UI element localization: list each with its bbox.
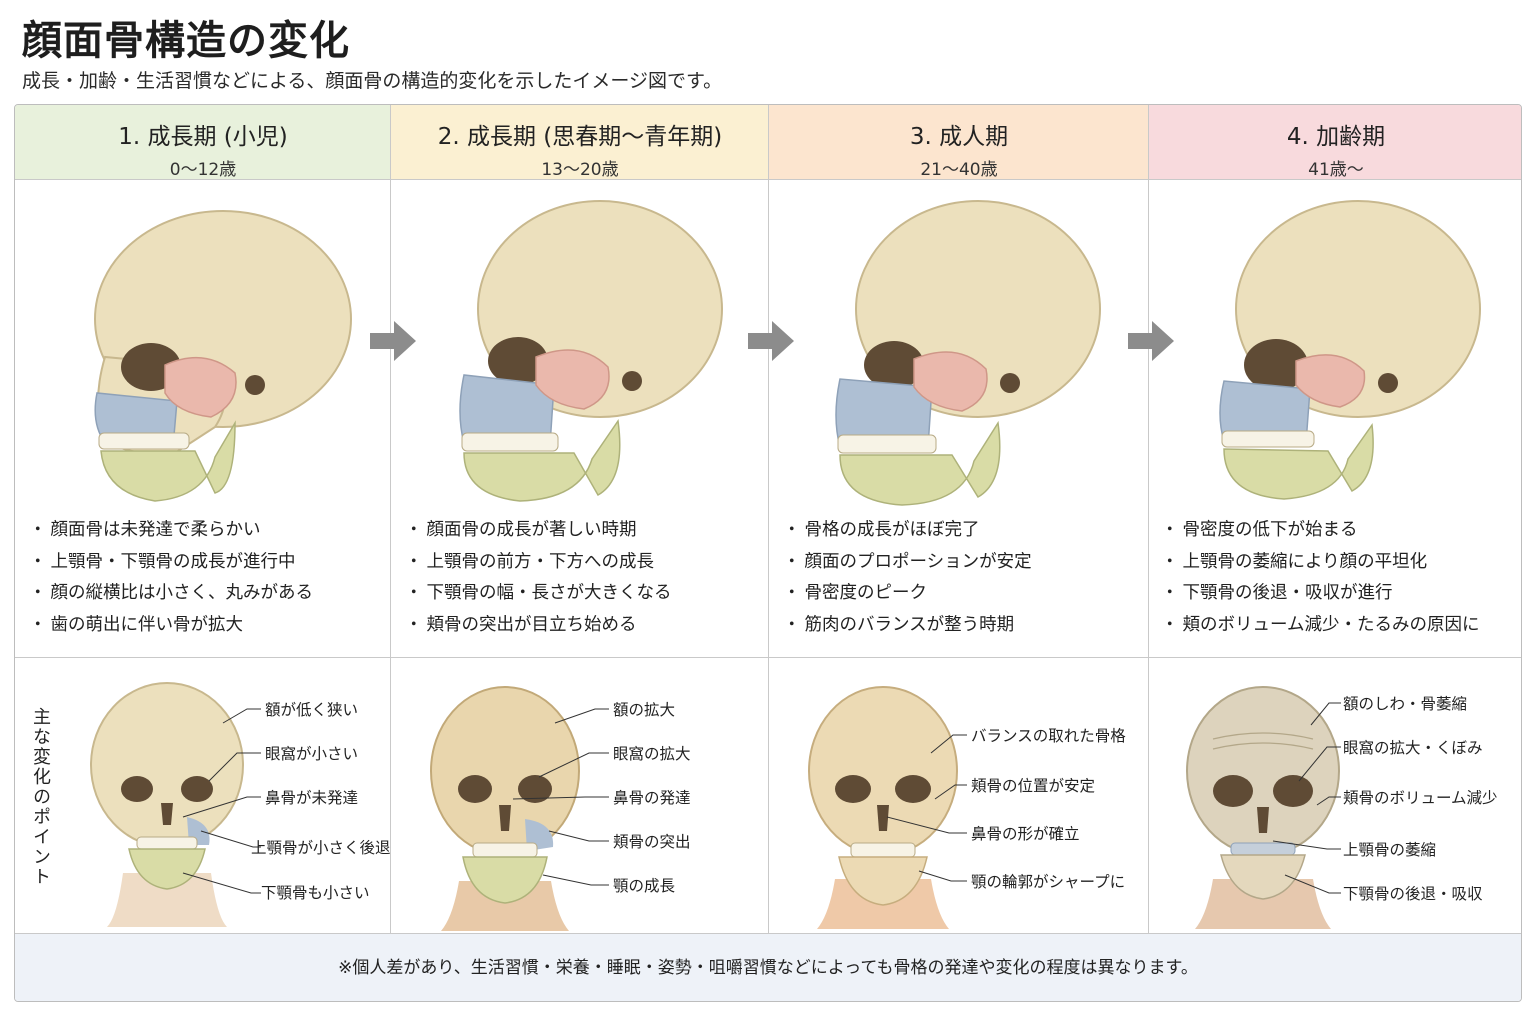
stage-title: 2. 成長期 (思春期〜青年期) [437,124,723,150]
list-item: 歯の萌出に伴い骨が拡大 [29,610,313,642]
callout-label: 下顎骨の後退・吸収 [1343,885,1483,903]
callout-label: 顎の輪郭がシャープに [971,873,1126,891]
list-item: 顔の縦横比は小さく、丸みがある [29,578,314,610]
side-skull-child [94,210,352,502]
list-item: 顔面のプロポーションが安定 [783,547,1032,579]
callout-label: 頬骨の突出 [613,833,691,851]
stage-2-header: 2. 成長期 (思春期〜青年期) 13〜20歳 [391,105,769,180]
list-item: 頬骨の突出が目立ち始める [405,610,672,642]
list-item: 下顎骨の幅・長さが大きくなる [405,578,672,610]
list-item: 骨密度のピーク [783,578,1032,610]
front-skull-aging [1186,686,1340,929]
callout-label: 頬骨の位置が安定 [971,777,1096,795]
callout-label: 額の拡大 [613,701,676,719]
list-item: 骨密度の低下が始まる [1161,515,1479,547]
callout-label: 鼻骨の形が確立 [971,825,1080,843]
stage-4-bullets: 骨密度の低下が始まる 上顎骨の萎縮により顔の平坦化 下顎骨の後退・吸収が進行 頬… [1161,515,1480,642]
callout-label: 上顎骨の萎縮 [1343,841,1437,859]
stage-1-header: 1. 成長期 (小児) 0〜12歳 [15,105,391,180]
page-subtitle: 成長・加齢・生活習慣などによる、顔面骨の構造的変化を示したイメージ図です。 [22,70,723,92]
stage-title: 1. 成長期 (小児) [118,124,288,150]
callout-label: 眼窩の拡大・くぼみ [1343,739,1483,757]
front-skull-adult [808,686,958,929]
stage-2-bullets: 顔面骨の成長が著しい時期 上顎骨の前方・下方への成長 下顎骨の幅・長さが大きくな… [405,515,672,641]
list-item: 筋肉のバランスが整う時期 [783,610,1032,642]
callout-label: 眼窩の拡大 [613,745,691,763]
callout-label: 額が低く狭い [265,701,359,719]
callout-label: 額のしわ・骨萎縮 [1343,695,1468,713]
stage-3-header: 3. 成人期 21〜40歳 [769,105,1149,180]
stage-age-range: 13〜20歳 [541,160,619,180]
list-item: 顔面骨の成長が著しい時期 [405,515,672,547]
list-item: 顔面骨は未発達で柔らかい [29,515,313,547]
column-divider [768,105,769,933]
arrow-right-icon [1128,321,1174,361]
callout-label: 上顎骨が小さく後退 [251,839,391,857]
page-title: 顔面骨構造の変化 [22,18,350,64]
key-changes-label: 主な変化のポイント [30,707,51,887]
list-item: 頬のボリューム減少・たるみの原因に [1161,610,1480,642]
callout-label: 下顎骨も小さい [261,884,370,902]
list-item: 上顎骨の萎縮により顔の平坦化 [1161,547,1479,579]
callout-label: バランスの取れた骨格 [971,727,1126,745]
list-item: 上顎骨の前方・下方への成長 [405,547,672,579]
front-skull-child [90,682,244,927]
callout-label: 鼻骨が未発達 [265,789,359,807]
stage-3-bullets: 骨格の成長がほぼ完了 顔面のプロポーションが安定 骨密度のピーク 筋肉のバランス… [783,515,1032,641]
side-skull-adult [835,200,1101,506]
column-divider [1148,105,1149,933]
arrow-right-icon [748,321,794,361]
arrow-right-icon [370,321,416,361]
list-item: 骨格の成長がほぼ完了 [783,515,1032,547]
side-skull-adolescent [459,200,723,502]
stage-title: 3. 成人期 [909,124,1009,150]
stage-age-range: 21〜40歳 [920,160,998,180]
callout-label: 眼窩が小さい [265,745,359,763]
side-skull-aging [1219,200,1481,500]
callout-label: 鼻骨の発達 [613,789,691,807]
stage-4-header: 4. 加齢期 41歳〜 [1149,105,1521,180]
row-divider [15,657,1521,658]
stage-title: 4. 加齢期 [1286,124,1386,150]
stage-age-range: 41歳〜 [1308,160,1364,180]
footnote: ※個人差があり、生活習慣・栄養・睡眠・姿勢・咀嚼習慣などによっても骨格の発達や変… [15,933,1521,1001]
stage-age-range: 0〜12歳 [169,160,237,180]
column-divider [390,105,391,933]
comparison-table: 1. 成長期 (小児) 0〜12歳 2. 成長期 (思春期〜青年期) 13〜20… [14,104,1522,1002]
stage-1-bullets: 顔面骨は未発達で柔らかい 上顎骨・下顎骨の成長が進行中 顔の縦横比は小さく、丸み… [29,515,314,642]
list-item: 上顎骨・下顎骨の成長が進行中 [29,547,313,579]
callout-label: 顎の成長 [613,877,676,895]
list-item: 下顎骨の後退・吸収が進行 [1161,578,1479,610]
callout-label: 頬骨のボリューム減少 [1343,789,1498,807]
front-skull-adolescent [430,686,580,931]
